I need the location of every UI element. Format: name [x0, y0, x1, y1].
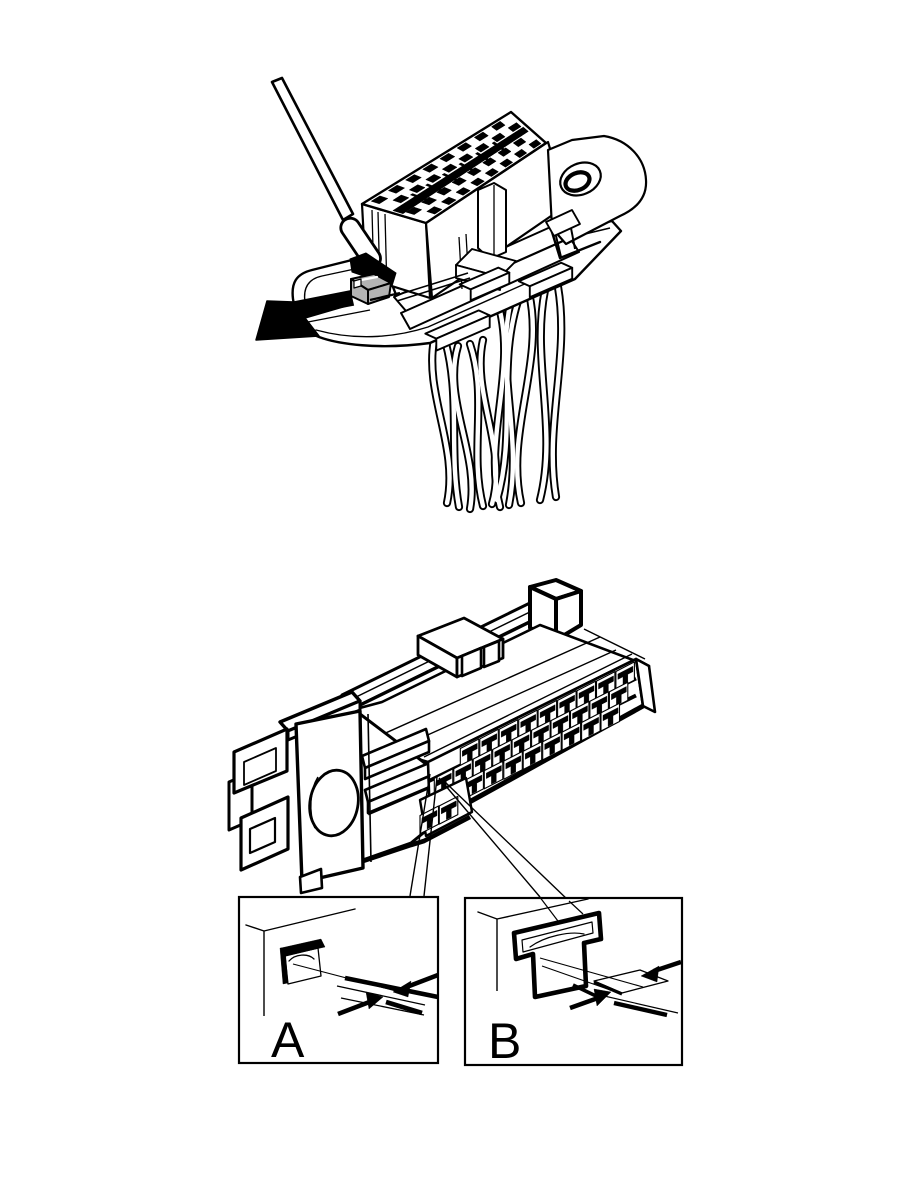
svg-text:A: A [271, 1012, 305, 1068]
svg-text:B: B [488, 1013, 521, 1069]
